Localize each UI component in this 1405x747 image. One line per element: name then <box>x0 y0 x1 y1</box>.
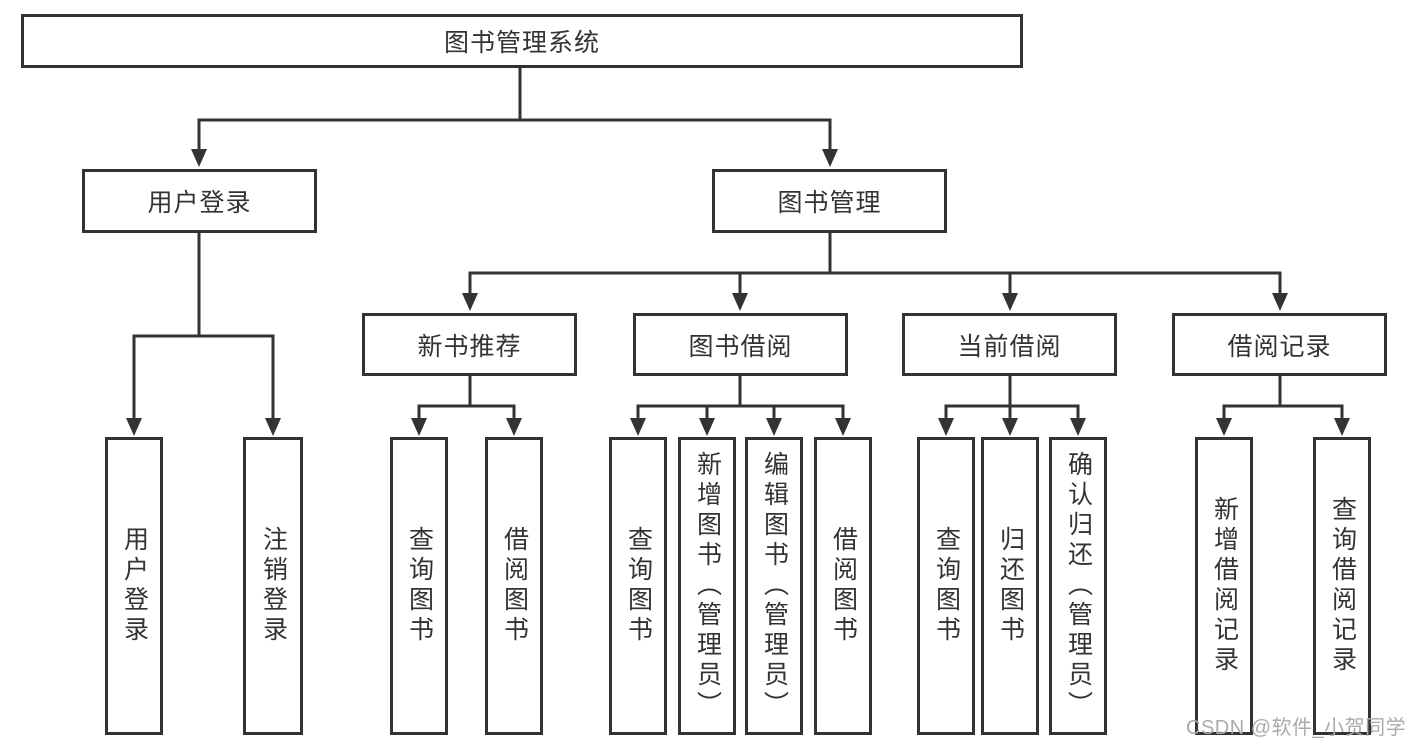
node-book-borrow: 图书借阅 <box>633 313 848 376</box>
csdn-watermark: CSDN @软件_小贺同学 <box>1186 717 1405 739</box>
node-label: 当前借阅 <box>957 332 1062 361</box>
leaf-label: 借阅图书 <box>829 526 858 646</box>
leaf-query-borrow-record: 查询借阅记录 <box>1313 437 1371 735</box>
leaf-edit-books-admin: 编辑图书（管理员） <box>745 437 803 735</box>
leaf-confirm-return-admin: 确认归还（管理员） <box>1049 437 1107 735</box>
node-current-borrow: 当前借阅 <box>902 313 1117 376</box>
leaf-label: 确认归还（管理员） <box>1064 451 1093 721</box>
node-new-book-recommend: 新书推荐 <box>362 313 577 376</box>
leaf-query-books-1: 查询图书 <box>390 437 448 735</box>
leaf-return-books: 归还图书 <box>981 437 1039 735</box>
leaf-add-borrow-record: 新增借阅记录 <box>1195 437 1253 735</box>
leaf-label: 查询借阅记录 <box>1328 496 1357 676</box>
node-label: 图书借阅 <box>688 332 793 361</box>
leaf-query-books-2: 查询图书 <box>609 437 667 735</box>
leaf-user-login: 用户登录 <box>105 437 163 735</box>
node-label: 借阅记录 <box>1227 332 1332 361</box>
leaf-label: 新增借阅记录 <box>1210 496 1239 676</box>
node-book-management-branch: 图书管理 <box>712 169 947 233</box>
leaf-label: 新增图书（管理员） <box>693 451 722 721</box>
leaf-borrow-books-2: 借阅图书 <box>814 437 872 735</box>
leaf-label: 查询图书 <box>624 526 653 646</box>
node-borrow-records: 借阅记录 <box>1172 313 1387 376</box>
leaf-label: 用户登录 <box>120 526 149 646</box>
leaf-label: 查询图书 <box>405 526 434 646</box>
leaf-label: 查询图书 <box>932 526 961 646</box>
node-root-label: 图书管理系统 <box>443 29 600 57</box>
node-label: 图书管理 <box>777 189 882 217</box>
node-root-system: 图书管理系统 <box>21 14 1023 68</box>
node-user-login-branch: 用户登录 <box>82 169 317 233</box>
leaf-label: 注销登录 <box>259 526 288 646</box>
leaf-borrow-books-1: 借阅图书 <box>485 437 543 735</box>
leaf-logout: 注销登录 <box>243 437 303 735</box>
leaf-query-books-3: 查询图书 <box>917 437 975 735</box>
node-label: 新书推荐 <box>417 332 522 361</box>
leaf-add-books-admin: 新增图书（管理员） <box>678 437 736 735</box>
leaf-label: 编辑图书（管理员） <box>760 451 789 721</box>
leaf-label: 借阅图书 <box>500 526 529 646</box>
leaf-label: 归还图书 <box>996 526 1025 646</box>
node-label: 用户登录 <box>147 189 252 217</box>
